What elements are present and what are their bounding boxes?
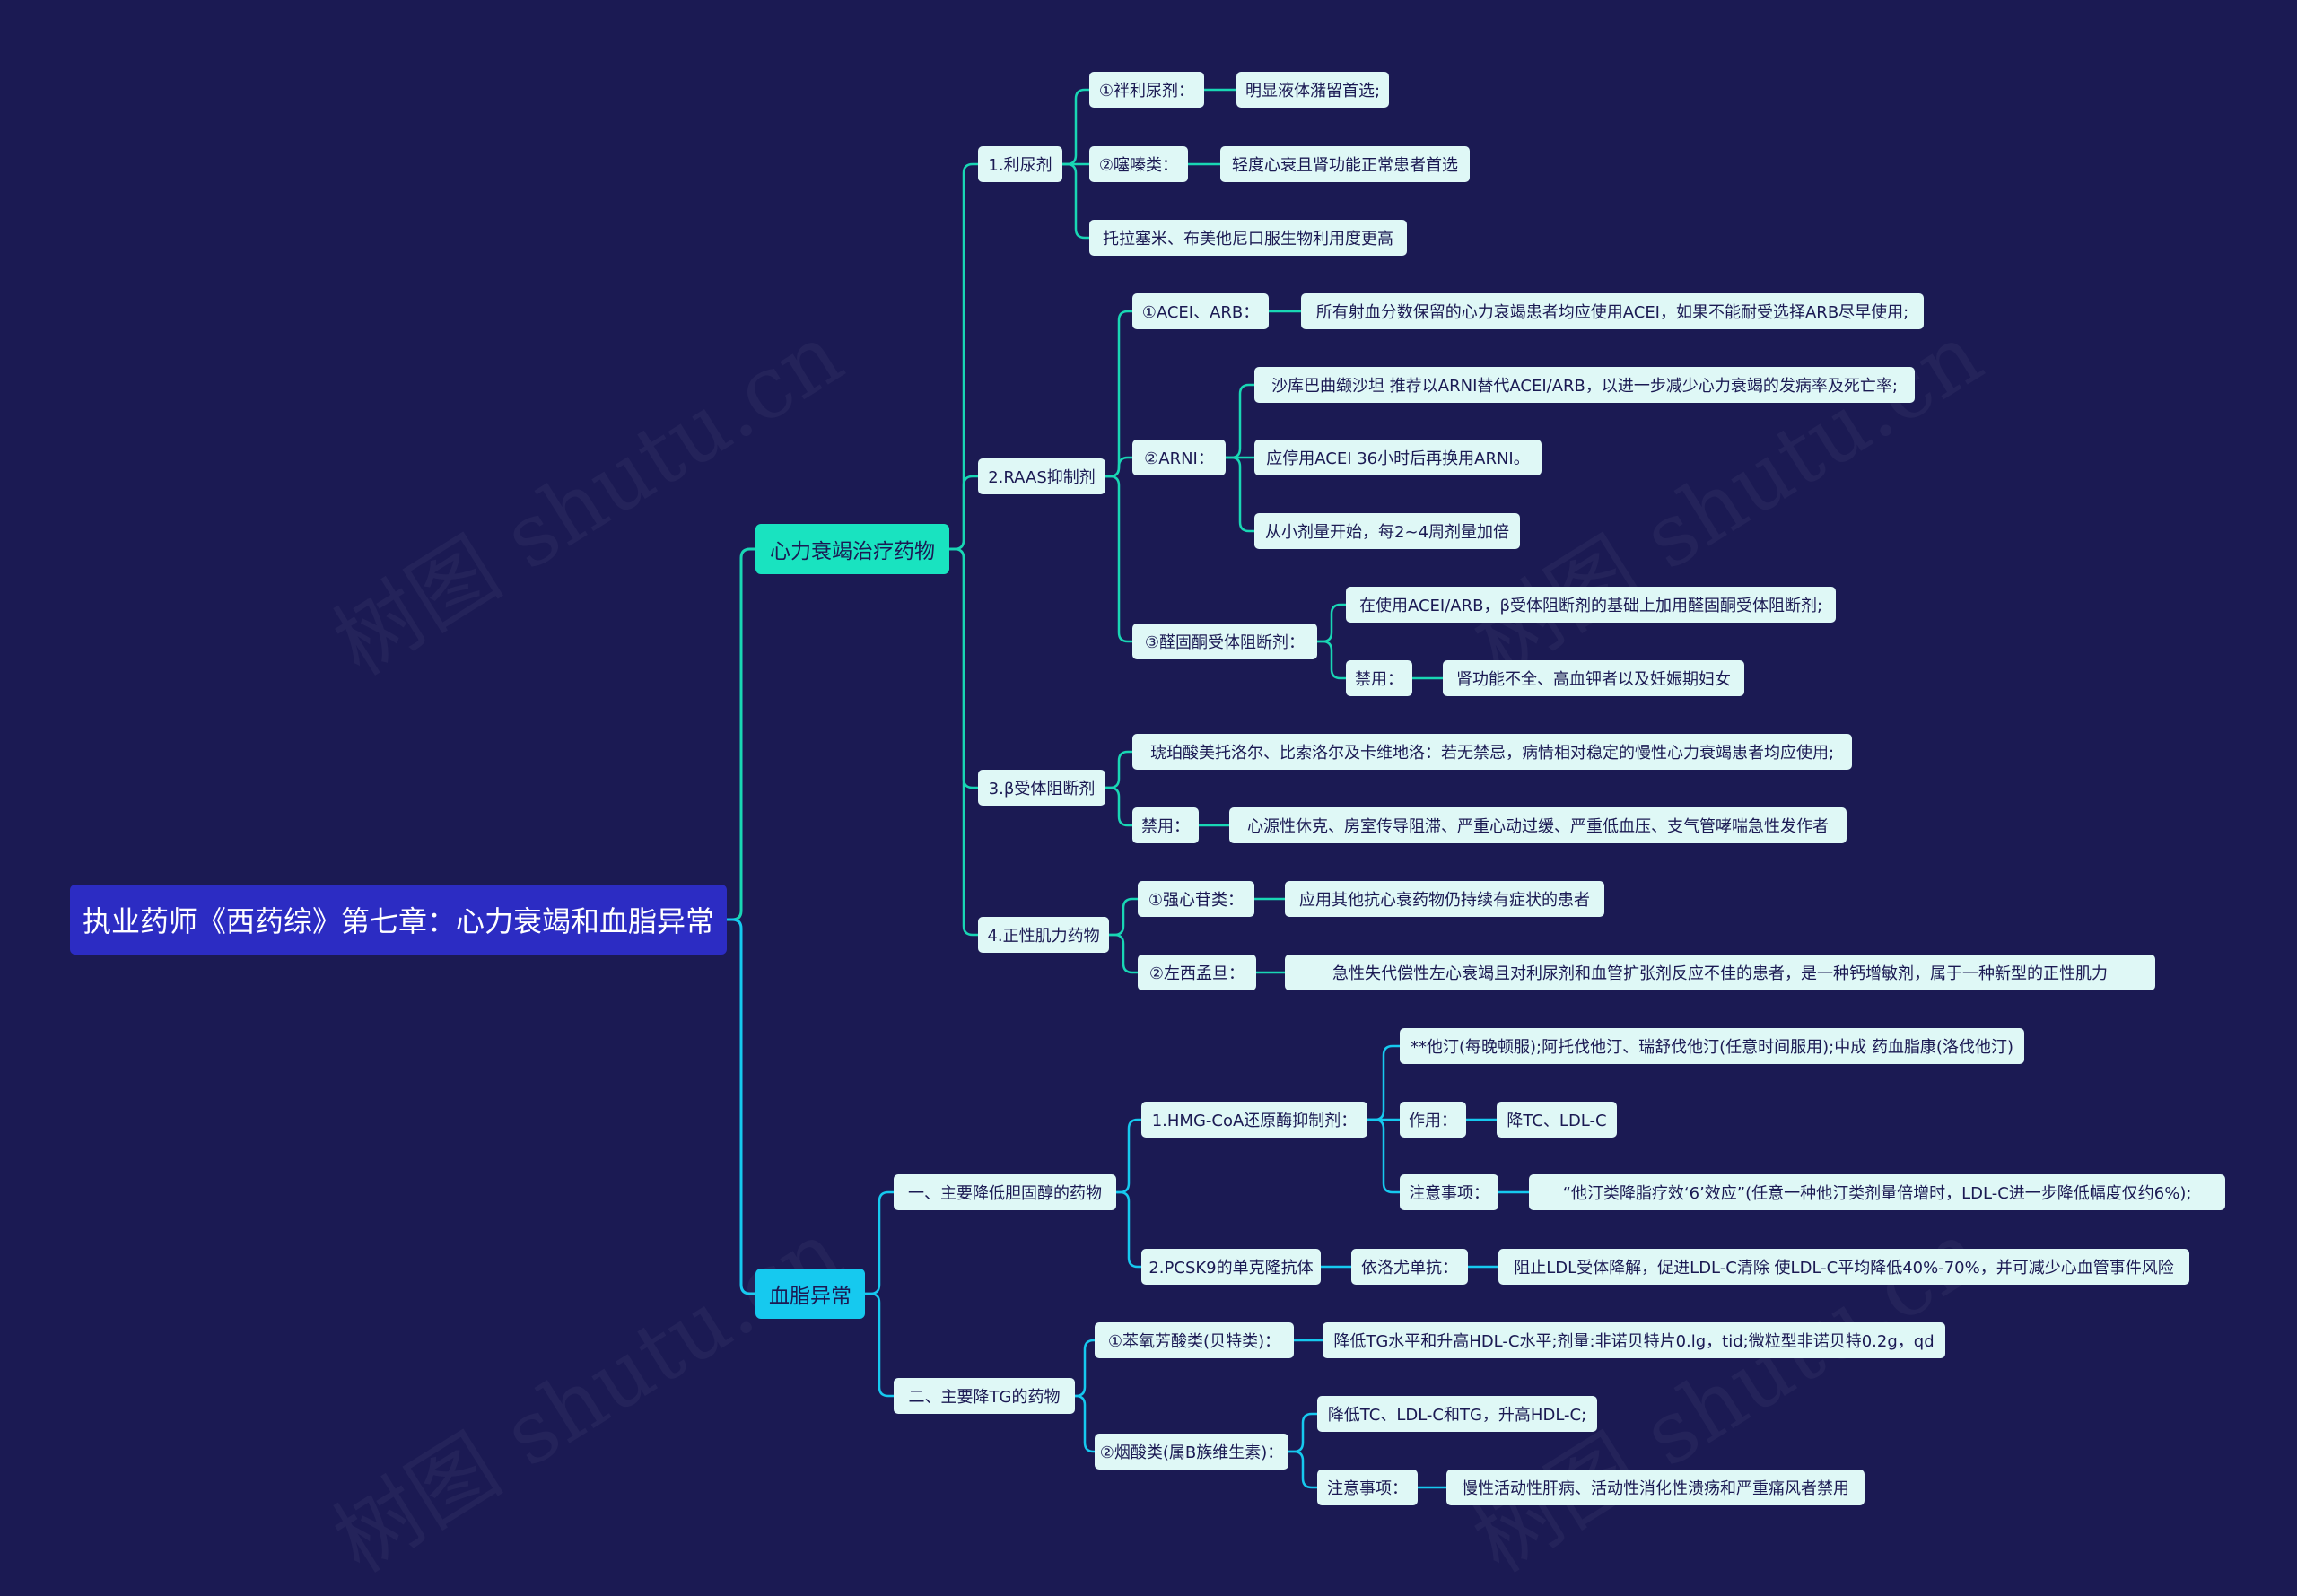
connector-line	[865, 1190, 894, 1295]
node-statins-effect[interactable]: 作用：	[1400, 1102, 1466, 1138]
node-raas[interactable]: 2.RAAS抑制剂	[978, 458, 1105, 494]
connector-line	[1105, 475, 1132, 643]
connector-line	[1317, 603, 1346, 643]
node-arni-desc-2[interactable]: 应停用ACEI 36小时后再换用ARNI。	[1254, 440, 1542, 475]
node-tg-lowering[interactable]: 二、主要降TG的药物	[894, 1378, 1075, 1414]
node-loop-diuretics-desc[interactable]: 明显液体潴留首选;	[1236, 72, 1389, 108]
node-niacin-notes[interactable]: 注意事项：	[1317, 1470, 1418, 1505]
connector-line	[1367, 1044, 1400, 1121]
connector-line	[949, 547, 978, 937]
connector-line	[865, 1292, 894, 1398]
connector-line	[1105, 310, 1132, 478]
connector-line	[1288, 1412, 1317, 1453]
connector-line	[727, 547, 755, 921]
node-niacin[interactable]: ②烟酸类(属B族维生素)：	[1095, 1434, 1288, 1470]
node-diuretics[interactable]: 1.利尿剂	[978, 146, 1062, 182]
connector-line	[1075, 1394, 1095, 1453]
node-niacin-notes-desc[interactable]: 慢性活动性肝病、活动性消化性溃疡和严重痛风者禁用	[1446, 1470, 1865, 1505]
node-cardiac-glycosides[interactable]: ①强心苷类：	[1138, 881, 1254, 917]
connector-line	[1367, 1118, 1400, 1194]
node-aldosterone-desc[interactable]: 在使用ACEI/ARB，β受体阻断剂的基础上加用醛固酮受体阻断剂;	[1346, 587, 1836, 623]
connector-line	[1109, 933, 1138, 974]
node-thiazides[interactable]: ②噻嗪类：	[1089, 146, 1188, 182]
node-aldosterone[interactable]: ③醛固酮受体阻断剂：	[1132, 624, 1317, 659]
connector-line	[1116, 1190, 1141, 1269]
node-statins-notes[interactable]: 注意事项：	[1400, 1174, 1498, 1210]
node-arni-desc-3[interactable]: 从小剂量开始，每2~4周剂量加倍	[1254, 513, 1520, 549]
node-levosimendan-desc[interactable]: 急性失代偿性左心衰竭且对利尿剂和血管扩张剂反应不佳的患者，是一种钙增敏剂，属于一…	[1285, 955, 2155, 990]
node-cardiac-glycosides-desc[interactable]: 应用其他抗心衰药物仍持续有症状的患者	[1285, 881, 1604, 917]
branch-heart-failure[interactable]: 心力衰竭治疗药物	[755, 524, 949, 574]
node-acei-arb[interactable]: ①ACEI、ARB：	[1132, 293, 1269, 329]
connector-line	[949, 475, 978, 551]
connector-line	[1075, 1339, 1095, 1398]
node-beta-blockers[interactable]: 3.β受体阻断剂	[978, 770, 1105, 806]
node-arni[interactable]: ②ARNI：	[1132, 440, 1226, 475]
node-loop-diuretics[interactable]: ①袢利尿剂：	[1089, 72, 1204, 108]
node-acei-arb-desc[interactable]: 所有射血分数保留的心力衰竭患者均应使用ACEI，如果不能耐受选择ARB尽早使用;	[1301, 293, 1924, 329]
node-evolocumab-desc[interactable]: 阻止LDL受体降解，促进LDL-C清除 使LDL-C平均降低40%-70%，并可…	[1498, 1249, 2189, 1285]
connector-line	[727, 918, 755, 1295]
node-cholesterol-lowering[interactable]: 一、主要降低胆固醇的药物	[894, 1174, 1116, 1210]
connector-line	[1062, 88, 1089, 166]
node-aldosterone-contra[interactable]: 禁用：	[1346, 660, 1412, 696]
connector-line	[1226, 456, 1254, 533]
connector-line	[1105, 786, 1132, 827]
node-beta-blockers-desc[interactable]: 琥珀酸美托洛尔、比索洛尔及卡维地洛：若无禁忌，病情相对稳定的慢性心力衰竭患者均应…	[1132, 734, 1852, 770]
node-levosimendan[interactable]: ②左西孟旦：	[1138, 955, 1256, 990]
connector-line	[1109, 897, 1138, 937]
connector-line	[1062, 162, 1089, 240]
node-statins-notes-desc[interactable]: “他汀类降脂疗效‘6’效应”(任意一种他汀类剂量倍增时，LDL-C进一步降低幅度…	[1529, 1174, 2225, 1210]
node-inotropes[interactable]: 4.正性肌力药物	[978, 917, 1109, 953]
connector-line	[1226, 383, 1254, 459]
connector-line	[1105, 750, 1132, 789]
connector-line	[1317, 640, 1346, 680]
node-hmg-coa[interactable]: 1.HMG-CoA还原酶抑制剂：	[1141, 1102, 1367, 1138]
root-topic[interactable]: 执业药师《西药综》第七章：心力衰竭和血脂异常	[70, 885, 727, 955]
node-beta-contra-desc[interactable]: 心源性休克、房室传导阻滞、严重心动过缓、严重低血压、支气管哮喘急性发作者	[1229, 807, 1847, 843]
node-statins-effect-desc[interactable]: 降TC、LDL-C	[1497, 1102, 1617, 1138]
branch-dyslipidemia[interactable]: 血脂异常	[755, 1269, 865, 1319]
node-statins-desc[interactable]: **他汀(每晚顿服);阿托伐他汀、瑞舒伐他汀(任意时间服用);中成 药血脂康(洛…	[1400, 1028, 2024, 1064]
node-thiazides-desc[interactable]: 轻度心衰且肾功能正常患者首选	[1220, 146, 1470, 182]
node-arni-desc-1[interactable]: 沙库巴曲缬沙坦 推荐以ARNI替代ACEI/ARB，以进一步减少心力衰竭的发病率…	[1254, 367, 1915, 403]
node-fibrates-desc[interactable]: 降低TG水平和升高HDL-C水平;剂量:非诺贝特片0.lg，tid;微粒型非诺贝…	[1323, 1322, 1945, 1358]
connector-line	[1288, 1450, 1317, 1489]
node-aldosterone-contra-desc[interactable]: 肾功能不全、高血钾者以及妊娠期妇女	[1443, 660, 1744, 696]
node-torasemide[interactable]: 托拉塞米、布美他尼口服生物利用度更高	[1089, 220, 1407, 256]
node-beta-contra[interactable]: 禁用：	[1132, 807, 1199, 843]
node-pcsk9[interactable]: 2.PCSK9的单克隆抗体	[1141, 1249, 1321, 1285]
node-fibrates[interactable]: ①苯氧芳酸类(贝特类)：	[1095, 1322, 1294, 1358]
node-niacin-desc[interactable]: 降低TC、LDL-C和TG，升高HDL-C;	[1317, 1396, 1597, 1432]
connector-line	[1116, 1118, 1141, 1194]
node-evolocumab[interactable]: 依洛尤单抗：	[1351, 1249, 1468, 1285]
